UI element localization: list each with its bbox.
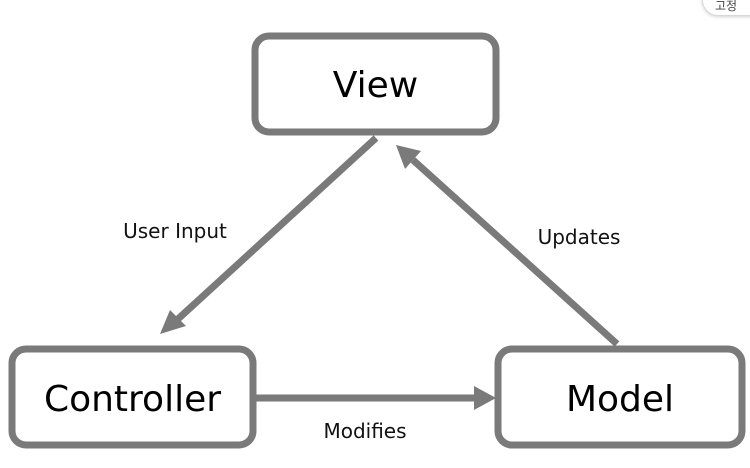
node-model-box	[494, 345, 746, 449]
edge-controller-to-model	[256, 386, 496, 410]
corner-tab-button[interactable]: 고정	[702, 0, 750, 16]
edge-view-to-controller-arrowhead	[160, 310, 186, 334]
edge-view-to-controller-label: User Input	[123, 219, 227, 243]
node-controller-label: Controller	[44, 379, 221, 420]
edge-model-to-view-label: Updates	[538, 225, 621, 249]
node-view-label: View	[333, 65, 418, 106]
node-view: View	[251, 32, 500, 136]
node-controller-box	[8, 345, 257, 449]
edge-model-to-view-line	[410, 157, 620, 347]
corner-tab-label: 고정	[715, 0, 738, 13]
edge-model-to-view	[396, 145, 620, 347]
edge-controller-to-model-arrowhead	[474, 386, 496, 410]
edge-model-to-view-arrowhead	[396, 145, 421, 169]
node-view-box	[251, 32, 500, 136]
node-model: Model	[494, 345, 746, 449]
edge-view-to-controller	[160, 135, 379, 334]
node-model-label: Model	[566, 379, 674, 420]
node-controller: Controller	[8, 345, 257, 449]
edge-controller-to-model-label: Modifies	[323, 419, 406, 443]
edge-view-to-controller-line	[175, 135, 379, 322]
